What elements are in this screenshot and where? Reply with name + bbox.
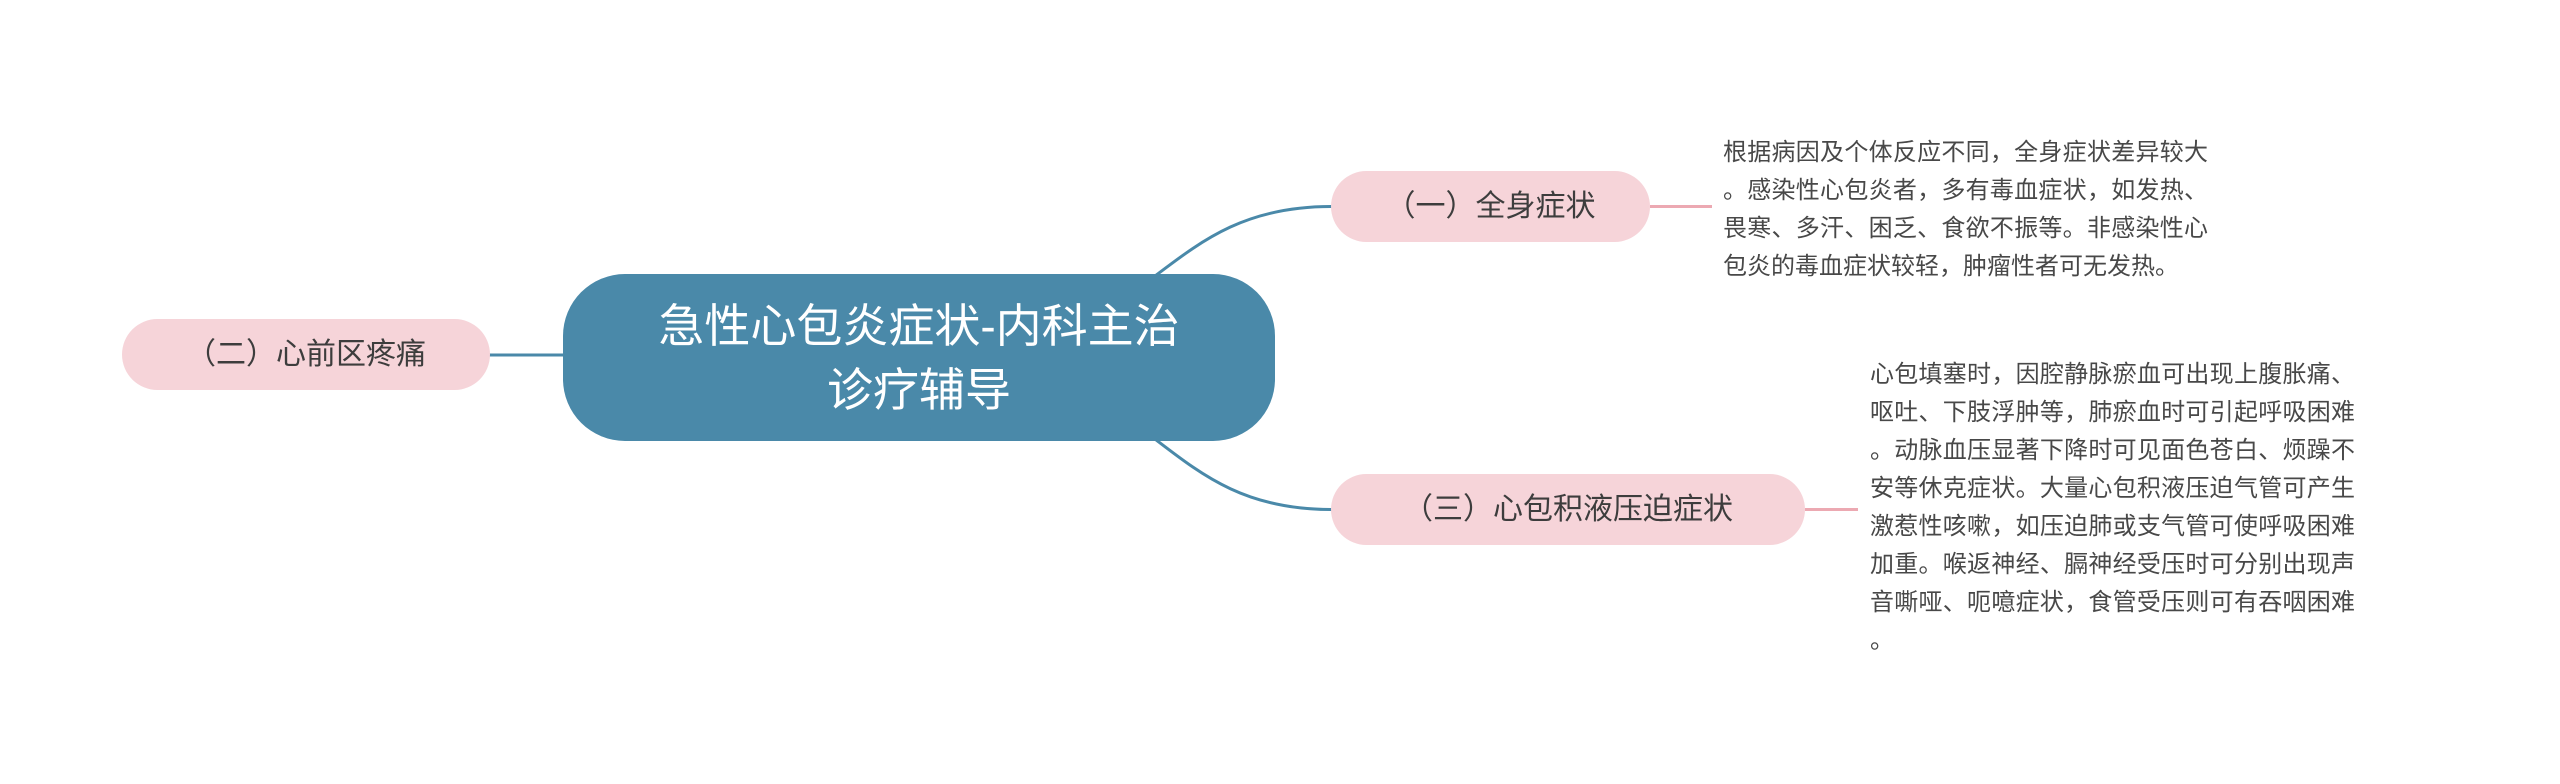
branch-note-systemic-symptoms: 根据病因及个体反应不同，全身症状差异较大。感染性心包炎者，多有毒血症状，如发热、… (1723, 139, 2208, 280)
branch-node-precordial-pain[interactable]: （二）心前区疼痛 (122, 319, 490, 390)
branch-node-effusion-compression[interactable]: （三）心包积液压迫症状 (1331, 474, 1805, 545)
branch-note-effusion-compression: 心包填塞时，因腔静脉瘀血可出现上腹胀痛、呕吐、下肢浮肿等，肺瘀血时可引起呼吸困难… (1870, 361, 2355, 654)
branch-node-systemic-symptoms[interactable]: （一）全身症状 (1331, 171, 1650, 242)
root-node[interactable]: 急性心包炎症状-内科主治诊疗辅导 (563, 274, 1275, 441)
